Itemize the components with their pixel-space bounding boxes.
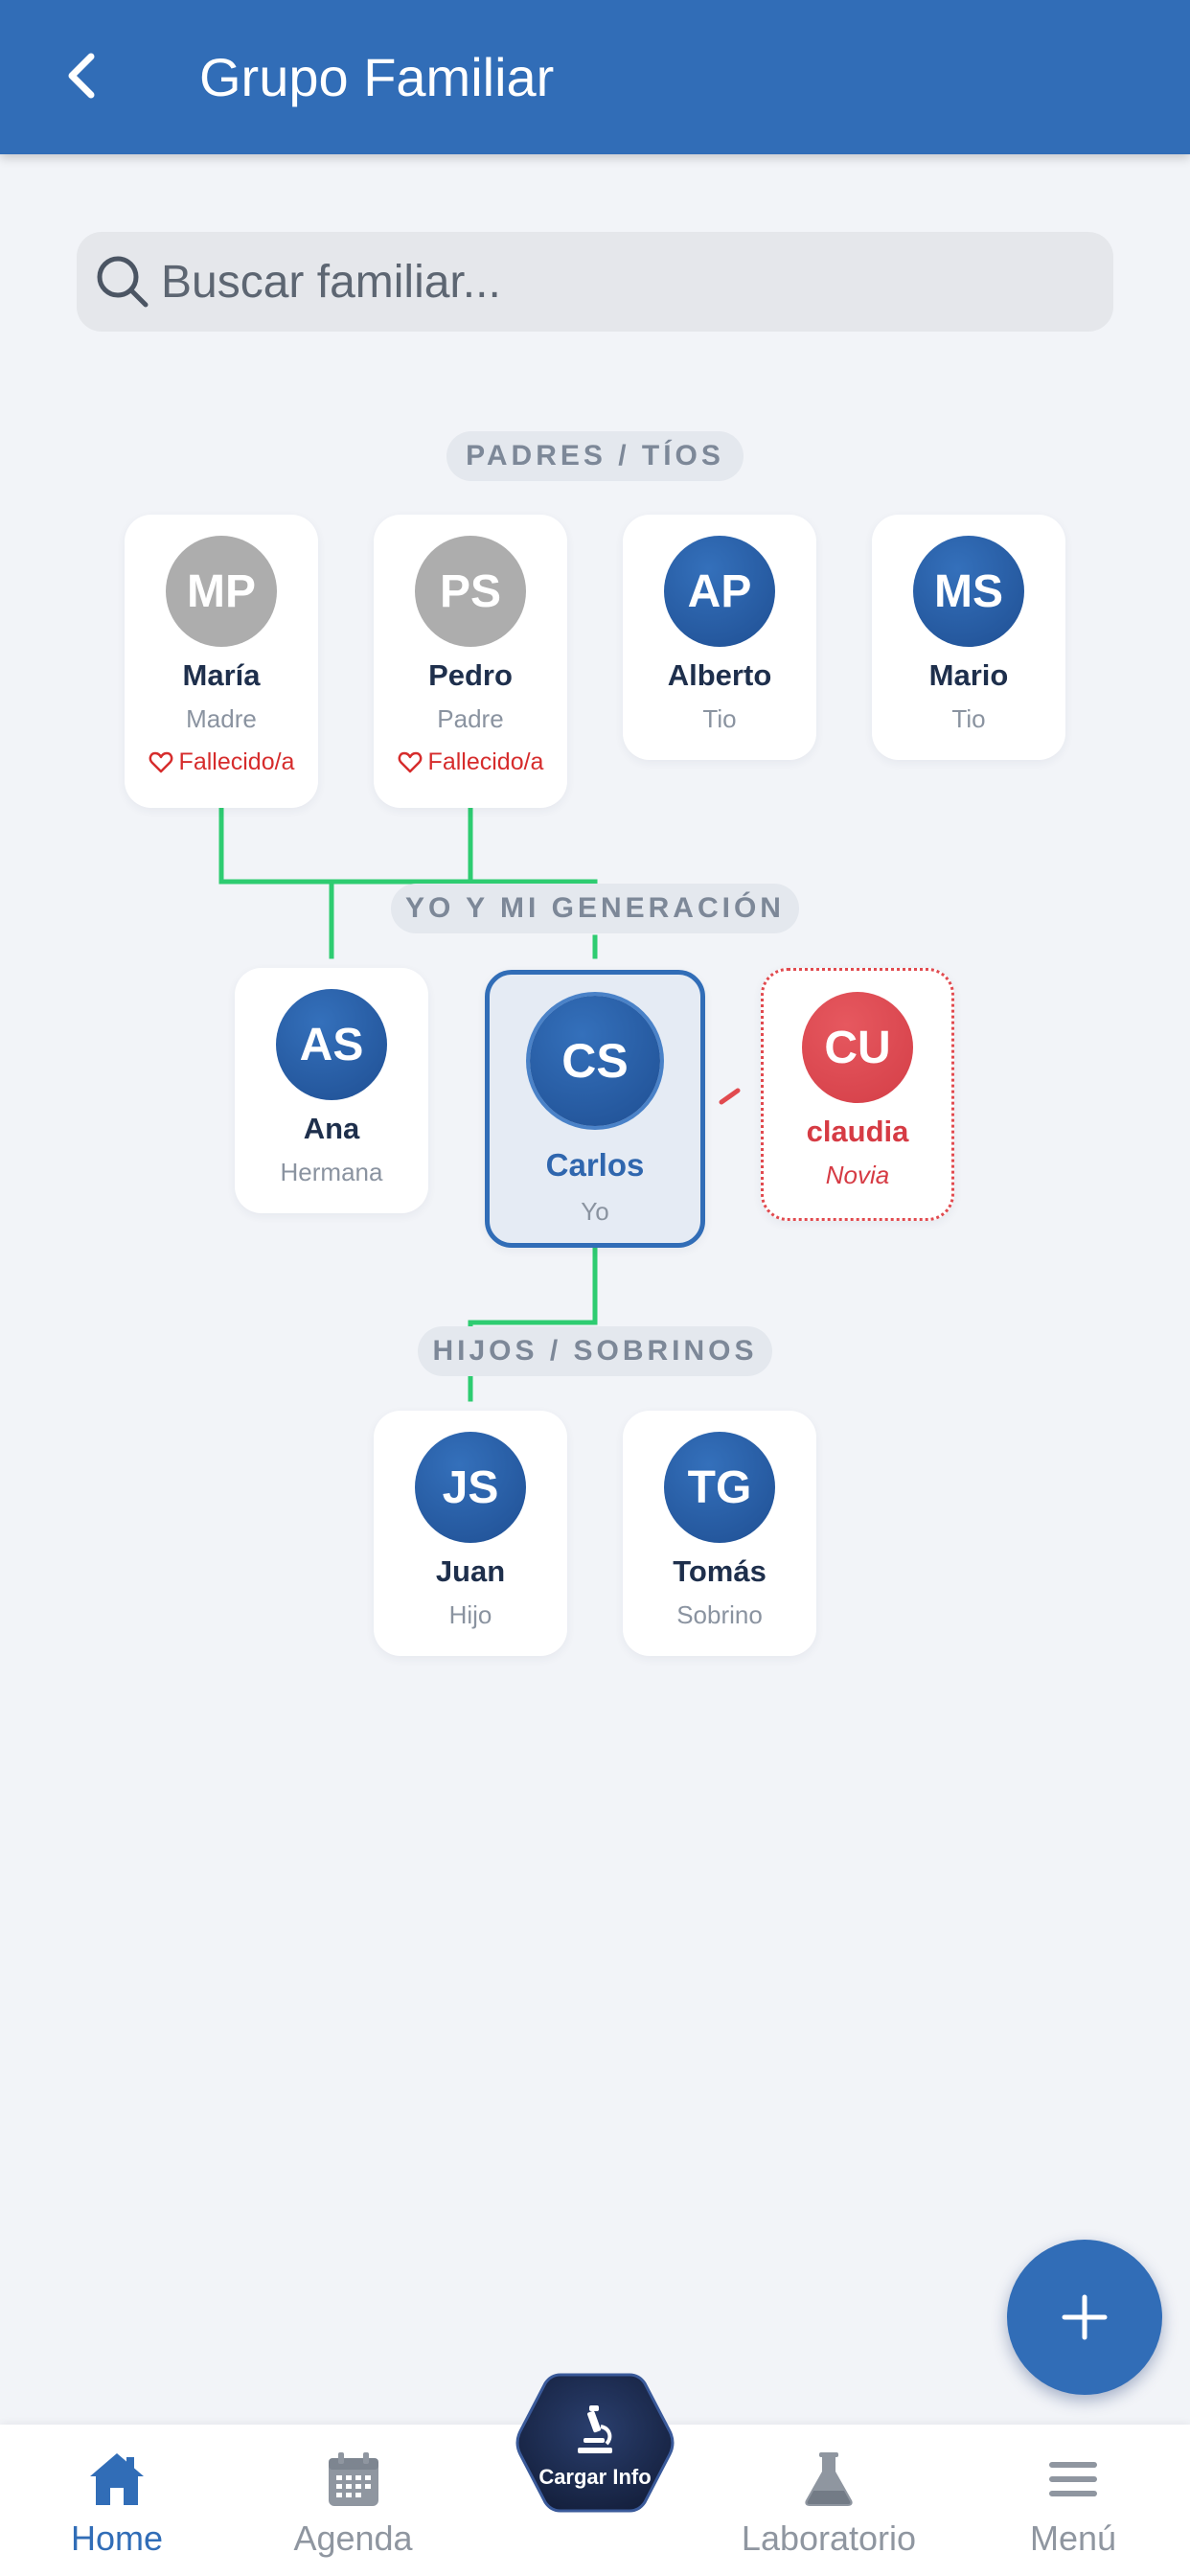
add-family-member-button[interactable] bbox=[1007, 2240, 1162, 2395]
heart-icon bbox=[398, 751, 422, 772]
center-action-label: Cargar Info bbox=[538, 2465, 652, 2489]
avatar: JS bbox=[415, 1432, 526, 1543]
family-card-maria[interactable]: MP María Madre Fallecido/a bbox=[125, 515, 318, 808]
nav-home[interactable]: Home bbox=[50, 2425, 184, 2576]
member-name: María bbox=[182, 658, 261, 692]
search-input[interactable] bbox=[161, 232, 1081, 332]
deceased-status: Fallecido/a bbox=[374, 748, 567, 776]
family-card-alberto[interactable]: AP Alberto Tio bbox=[623, 515, 816, 760]
menu-icon bbox=[1049, 2462, 1097, 2496]
section-label-children: HIJOS / SOBRINOS bbox=[418, 1326, 772, 1376]
section-label-generation: YO Y MI GENERACIÓN bbox=[391, 884, 799, 933]
family-card-tomas[interactable]: TG Tomás Sobrino bbox=[623, 1411, 816, 1656]
back-button[interactable] bbox=[48, 42, 115, 109]
nav-menu[interactable]: Menú bbox=[1016, 2425, 1131, 2576]
microscope-icon bbox=[578, 2405, 612, 2453]
search-bar[interactable] bbox=[77, 232, 1113, 332]
family-card-pedro[interactable]: PS Pedro Padre Fallecido/a bbox=[374, 515, 567, 808]
plus-icon bbox=[1062, 2294, 1108, 2340]
member-relation: Padre bbox=[437, 704, 504, 733]
avatar: MS bbox=[913, 536, 1024, 647]
family-card-mario[interactable]: MS Mario Tio bbox=[872, 515, 1065, 760]
section-label-parents: PADRES / TÍOS bbox=[446, 431, 744, 481]
upload-info-button[interactable]: Cargar Info bbox=[515, 2369, 675, 2517]
member-relation: Hermana bbox=[280, 1158, 383, 1186]
member-relation: Madre bbox=[186, 704, 257, 733]
member-name: Mario bbox=[928, 658, 1009, 692]
avatar: PS bbox=[415, 536, 526, 647]
avatar: MP bbox=[166, 536, 277, 647]
app-header: Grupo Familiar bbox=[0, 0, 1190, 154]
search-icon bbox=[97, 256, 149, 308]
member-relation: Yo bbox=[581, 1197, 609, 1226]
avatar: AS bbox=[276, 989, 387, 1100]
family-card-juan[interactable]: JS Juan Hijo bbox=[374, 1411, 567, 1656]
member-name: claudia bbox=[806, 1115, 909, 1148]
member-relation: Novia bbox=[825, 1161, 890, 1189]
nav-agenda[interactable]: Agenda bbox=[284, 2425, 423, 2576]
member-name: Juan bbox=[435, 1554, 506, 1588]
member-name: Tomás bbox=[673, 1554, 767, 1588]
avatar: CS bbox=[530, 996, 660, 1126]
member-name: Alberto bbox=[667, 658, 772, 692]
partner-connector bbox=[719, 1088, 741, 1105]
heart-icon bbox=[149, 751, 172, 772]
deceased-status: Fallecido/a bbox=[125, 748, 318, 776]
member-relation: Tio bbox=[951, 704, 986, 733]
calendar-icon bbox=[328, 2452, 378, 2506]
nav-label: Home bbox=[70, 2518, 164, 2558]
nav-label: Menú bbox=[1029, 2518, 1117, 2558]
avatar: AP bbox=[664, 536, 775, 647]
home-icon bbox=[90, 2453, 144, 2505]
member-name: Carlos bbox=[545, 1147, 645, 1183]
page-title: Grupo Familiar bbox=[199, 47, 555, 107]
chevron-left-icon bbox=[68, 53, 95, 99]
nav-label: Laboratorio bbox=[741, 2518, 917, 2558]
member-name: Pedro bbox=[428, 658, 513, 692]
status-text: Fallecido/a bbox=[427, 748, 544, 775]
family-card-claudia[interactable]: CU claudia Novia bbox=[761, 968, 954, 1221]
family-card-ana[interactable]: AS Ana Hermana bbox=[235, 968, 428, 1213]
member-relation: Sobrino bbox=[676, 1600, 763, 1629]
status-text: Fallecido/a bbox=[178, 748, 295, 775]
flask-icon bbox=[805, 2452, 853, 2506]
member-name: Ana bbox=[303, 1112, 360, 1145]
nav-laboratorio[interactable]: Laboratorio bbox=[733, 2425, 925, 2576]
avatar: CU bbox=[802, 992, 913, 1103]
member-relation: Hijo bbox=[448, 1600, 492, 1629]
member-relation: Tio bbox=[702, 704, 737, 733]
family-card-self[interactable]: CS Carlos Yo bbox=[485, 970, 705, 1248]
nav-label: Agenda bbox=[293, 2518, 413, 2558]
avatar: TG bbox=[664, 1432, 775, 1543]
